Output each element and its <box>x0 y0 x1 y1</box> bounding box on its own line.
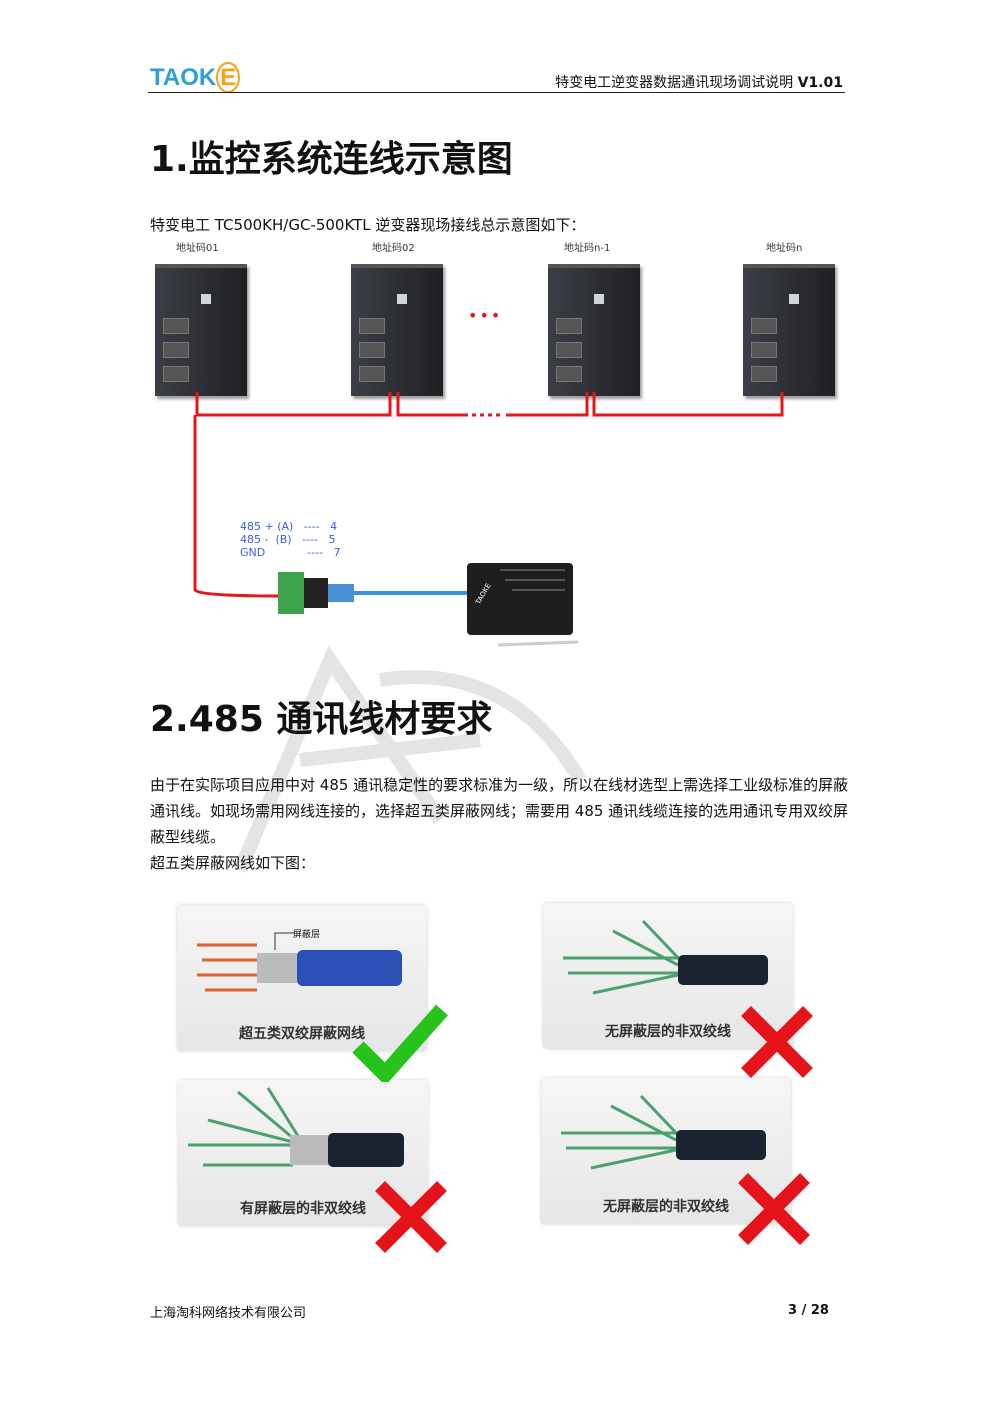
cable-label: 超五类双绞屏蔽网线 <box>239 1026 365 1042</box>
address-label-2: 地址码02 <box>372 243 415 254</box>
cable-card-shielded-cat5e: 屏蔽层 超五类双绞屏蔽网线 <box>177 905 427 1051</box>
cross-icon <box>741 1006 813 1078</box>
cable-label: 有屏蔽层的非双绞线 <box>240 1201 366 1217</box>
page-number: 3 / 28 <box>788 1303 829 1318</box>
paragraph-text: 由于在实际项目应用中对 485 通讯稳定性的要求标准为一级，所以在线材选型上需选… <box>150 776 849 846</box>
section2-paragraph: 由于在实际项目应用中对 485 通讯稳定性的要求标准为一级，所以在线材选型上需选… <box>150 772 850 876</box>
inverter-cabinet <box>351 264 443 396</box>
inverter-cabinet <box>548 264 640 396</box>
cable-label: 无屏蔽层的非双绞线 <box>605 1024 731 1040</box>
logo-text: TAOK <box>150 64 217 91</box>
inverter-cabinet <box>155 264 247 396</box>
ellipsis: ••• <box>468 306 503 325</box>
rs485-wire <box>193 392 784 598</box>
section1-heading: 1.监控系统连线示意图 <box>150 139 513 180</box>
check-icon <box>352 1004 448 1082</box>
address-label-4: 地址码n <box>766 243 803 254</box>
header-title-text: 特变电工逆变器数据通讯现场调试说明 <box>555 75 794 91</box>
address-label-3: 地址码n-1 <box>564 243 611 254</box>
section1-intro: 特变电工 TC500KH/GC-500KTL 逆变器现场接线总示意图如下： <box>150 216 586 234</box>
logo-e: E <box>216 62 241 93</box>
inverter-cabinet <box>743 264 835 396</box>
watermark <box>233 645 587 873</box>
pinout-legend: 485 + (A) ---- 4 485 - (B) ---- 5 GND --… <box>240 520 341 559</box>
header-rule <box>148 92 845 93</box>
footer-company: 上海淘科网络技术有限公司 <box>150 1306 307 1321</box>
shield-layer-callout: 屏蔽层 <box>293 930 321 940</box>
terminal-connector <box>278 572 354 614</box>
section2-heading: 2.485 通讯线材要求 <box>150 699 493 740</box>
wiring-diagram <box>193 392 784 647</box>
cable-label: 无屏蔽层的非双绞线 <box>603 1199 729 1215</box>
cable-card-unshielded-2: 无屏蔽层的非双绞线 <box>541 1078 791 1224</box>
taoke-gateway-device <box>467 563 579 647</box>
header-version: V1.01 <box>797 75 843 91</box>
address-label-1: 地址码01 <box>176 243 219 254</box>
caption-text: 超五类屏蔽网线如下图： <box>150 854 316 872</box>
cross-icon <box>375 1181 447 1253</box>
cross-icon <box>738 1173 810 1245</box>
header-title: 特变电工逆变器数据通讯现场调试说明 V1.01 <box>555 72 843 92</box>
